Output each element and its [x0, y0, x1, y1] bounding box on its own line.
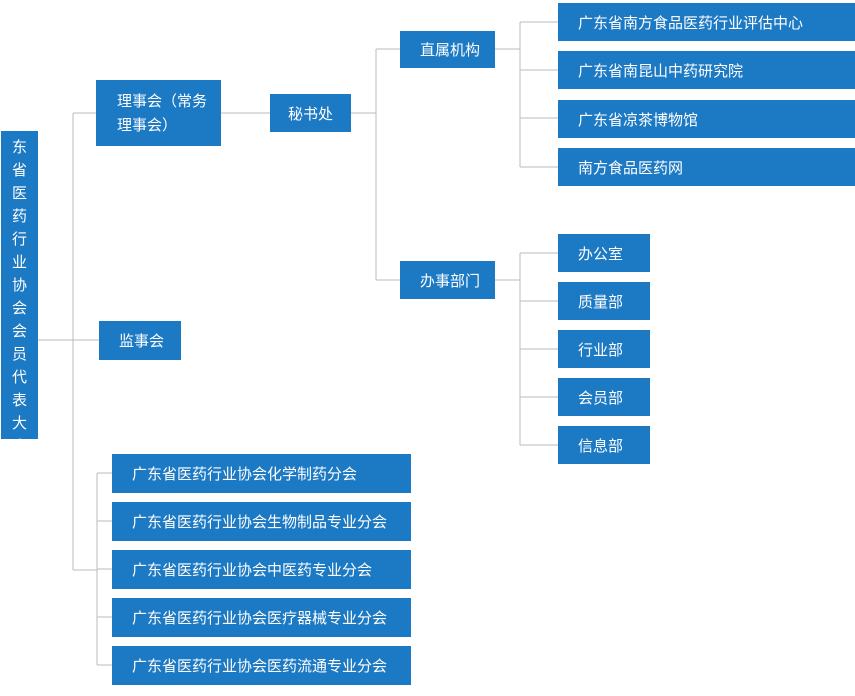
root-label-char: 东	[11, 137, 27, 156]
office-department-item: 办公室	[558, 234, 650, 272]
root-label-char: 会	[11, 298, 27, 317]
branch-item: 广东省医药行业协会化学制药分会	[112, 454, 411, 493]
branch-item: 广东省医药行业协会医疗器械专业分会	[112, 598, 411, 637]
root-label-char: 代	[11, 367, 27, 386]
direct-institution-item: 广东省南方食品医药行业评估中心	[558, 3, 855, 41]
office-department-item: 信息部	[558, 426, 650, 464]
direct-institutions-node: 直属机构	[400, 31, 495, 68]
root-label-char: 业	[11, 252, 27, 271]
root-label-char: 员	[11, 344, 27, 363]
office-department-item: 质量部	[558, 282, 650, 320]
root-label-char: 广	[11, 114, 27, 133]
root-label-char: 药	[11, 206, 27, 225]
root-label-char: 会	[11, 436, 27, 455]
root-label-char: 省	[11, 160, 27, 179]
office-department-item: 行业部	[558, 330, 650, 368]
branch-item: 广东省医药行业协会生物制品专业分会	[112, 502, 411, 541]
branch-item: 广东省医药行业协会中医药专业分会	[112, 550, 411, 589]
root-label-char: 医	[11, 183, 27, 202]
root-node: 广东省医药行业协会会员代表大会	[1, 115, 38, 455]
secretariat-node: 秘书处	[270, 94, 351, 132]
branch-item: 广东省医药行业协会医药流通专业分会	[112, 646, 411, 685]
direct-institution-item: 南方食品医药网	[558, 148, 855, 186]
direct-institution-item: 广东省南昆山中药研究院	[558, 51, 855, 89]
root-label-char: 协	[11, 275, 27, 294]
office-departments-node: 办事部门	[400, 261, 495, 299]
root-label-char: 行	[11, 229, 27, 248]
root-label-char: 表	[11, 390, 27, 409]
council-node: 理事会（常务理事会）	[96, 80, 221, 146]
root-label-char: 会	[11, 321, 27, 340]
direct-institution-item: 广东省凉茶博物馆	[558, 100, 855, 138]
office-department-item: 会员部	[558, 378, 650, 416]
root-label-char: 大	[11, 413, 27, 432]
supervisors-node: 监事会	[99, 321, 181, 360]
